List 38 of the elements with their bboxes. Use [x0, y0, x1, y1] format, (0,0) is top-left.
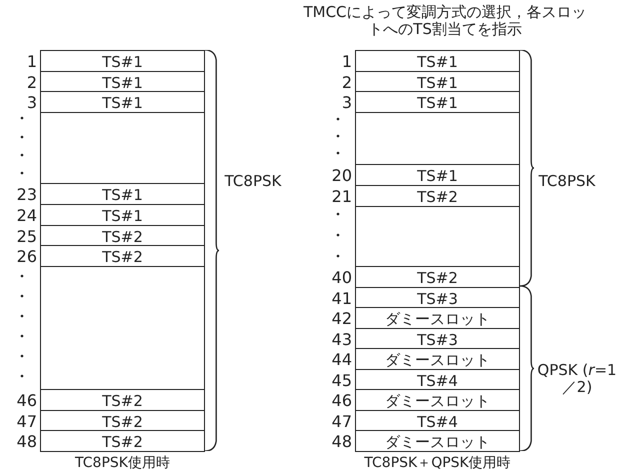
slot-number: 3: [340, 95, 352, 111]
slot-number: 23: [16, 187, 37, 203]
slot-number: 21: [330, 188, 352, 204]
slot-row: ダミースロット: [355, 430, 520, 452]
slot-number: 48: [16, 434, 37, 450]
slot-number: 1: [26, 54, 37, 70]
frame-caption: TC8PSK使用時: [75, 456, 170, 472]
slot-number: 41: [330, 290, 352, 306]
frame-caption: TC8PSK＋QPSK使用時: [364, 456, 511, 472]
slot-number: 20: [330, 168, 352, 184]
slot-row: ダミースロット: [355, 307, 520, 329]
modulation-label: TC8PSK: [224, 173, 282, 190]
annotation-note: TMCCによって変調方式の選択，各スロットへのTS割当てを指示: [302, 4, 588, 37]
slot-row: ダミースロット: [355, 389, 520, 411]
slot-row: ダミースロット: [355, 348, 520, 370]
slot-number: 44: [330, 352, 352, 368]
slot-number: 48: [330, 434, 352, 450]
slot-number: 3: [26, 95, 37, 111]
modulation-label: TC8PSK: [538, 173, 596, 190]
slot-number: 24: [16, 208, 37, 224]
slot-row: TS#2: [40, 430, 205, 452]
slot-number: 26: [16, 249, 37, 265]
slot-number: 1: [340, 54, 352, 70]
modulation-label: QPSK (r=1／2): [536, 362, 618, 395]
slot-row: TS#2: [40, 245, 205, 267]
slot-number: 47: [16, 414, 37, 430]
slot-number: 2: [26, 74, 37, 90]
slot-number: 47: [330, 414, 352, 430]
slot-row: TS#1: [40, 91, 205, 113]
slot-number: 46: [16, 393, 37, 409]
slot-number: 42: [330, 311, 352, 327]
slot-number: 46: [330, 393, 352, 409]
slot-row: TS#1: [355, 91, 520, 113]
slot-number: 45: [330, 372, 352, 388]
slot-number: 2: [340, 74, 352, 90]
slot-number: 25: [16, 228, 37, 244]
slot-number: 40: [330, 270, 352, 286]
slot-number: 43: [330, 332, 352, 348]
